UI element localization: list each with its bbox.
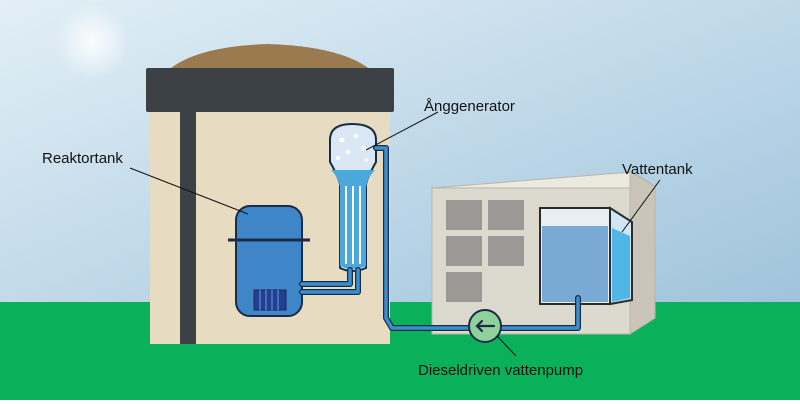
label-reactor-tank: Reaktortank — [42, 150, 123, 167]
sun-glow — [54, 4, 130, 80]
ground — [0, 302, 800, 400]
steam-generator — [329, 122, 377, 272]
diesel-water-pump — [468, 309, 502, 343]
sky — [0, 0, 800, 310]
label-pump: Dieseldriven vattenpump — [418, 362, 583, 379]
reactor-tank — [228, 205, 310, 317]
leader-lines — [129, 111, 661, 357]
label-water-tank: Vattentank — [622, 161, 693, 178]
side-building — [430, 171, 657, 335]
arrow-left-icon — [475, 319, 496, 333]
pipes — [299, 145, 581, 331]
label-steam-generator: Ånggenerator — [424, 98, 515, 115]
water-tank — [539, 206, 633, 306]
